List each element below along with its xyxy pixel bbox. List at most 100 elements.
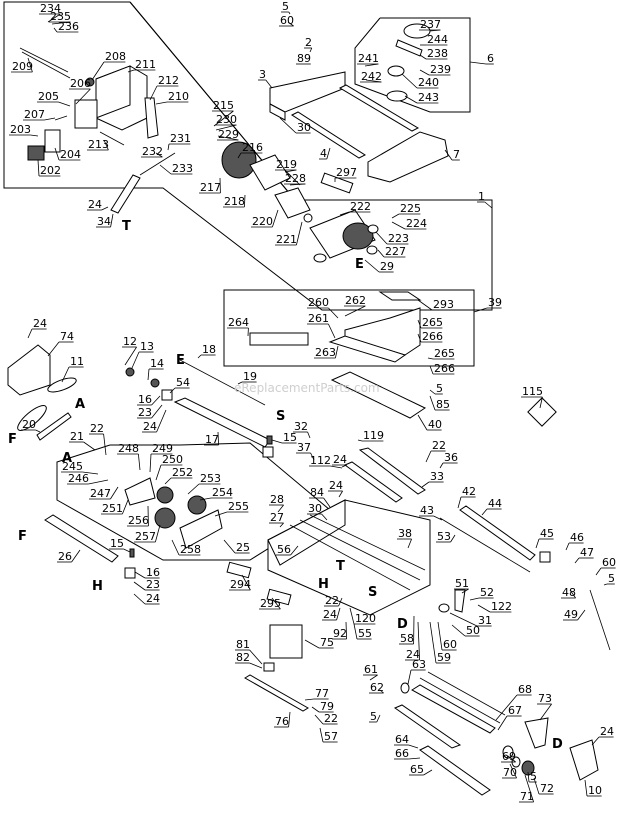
callout-leader (241, 574, 251, 591)
callout-leader (91, 61, 105, 81)
callout-label: 63 (412, 658, 426, 671)
callout-label: 25 (236, 541, 250, 554)
callout-leader (61, 366, 70, 383)
callout-label: 65 (410, 763, 424, 776)
callout-leader (417, 299, 433, 311)
callout-211: 211 (127, 58, 156, 73)
callout-label: 24 (146, 592, 160, 605)
callout-27: 27 (269, 511, 284, 528)
handle-end-7 (367, 131, 449, 183)
callout-47: 47 (574, 546, 594, 564)
chain-f (17, 405, 47, 431)
callout-204: 204 (54, 147, 81, 161)
callout-label: 228 (285, 172, 306, 185)
callout-label: 238 (427, 47, 448, 60)
callout-43: 43 (419, 504, 443, 521)
callout-leader (495, 694, 518, 721)
callout-66: 66 (394, 747, 421, 760)
callout-5: 5 (369, 710, 381, 723)
callout-label: 4 (320, 147, 327, 160)
callout-65: 65 (409, 763, 433, 776)
knife-65 (419, 745, 491, 796)
brush-left (313, 253, 327, 263)
callout-label: 24 (333, 453, 347, 466)
reference-letter-E: E (176, 353, 185, 368)
callout-leader (27, 57, 33, 73)
callout-45: 45 (535, 527, 554, 549)
callout-212: 212 (149, 74, 179, 101)
callout-leader (265, 79, 273, 89)
callout-leader (155, 152, 163, 158)
callout-237: 237 (419, 18, 441, 32)
callout-label: 28 (270, 493, 284, 506)
callout-leader (101, 206, 109, 211)
callout-leader (584, 779, 588, 797)
callout-label: 119 (363, 429, 384, 442)
callout-5: 5 (527, 770, 537, 783)
roller-44 (459, 505, 536, 561)
callout-leader (159, 164, 172, 175)
callout-label: 249 (152, 442, 173, 455)
callout-label: 57 (324, 730, 338, 743)
callout-label: 255 (228, 500, 249, 513)
motor-housing-222 (309, 209, 376, 259)
arm-238 (395, 39, 423, 57)
callout-leader (565, 542, 570, 551)
callout-18: 18 (197, 343, 216, 359)
callout-label: 36 (444, 451, 458, 464)
pulley-cover-10 (569, 739, 599, 781)
callout-label: 19 (243, 370, 257, 383)
callout-label: 55 (358, 627, 372, 640)
callout-4: 4 (319, 147, 331, 160)
bushing-31 (438, 603, 450, 613)
callout-label: 237 (420, 18, 441, 31)
callout-leader (199, 497, 212, 501)
callout-1: 1 (477, 190, 493, 209)
callout-leader (419, 54, 427, 60)
group-boundary-6 (354, 17, 471, 113)
callout-leader (407, 669, 412, 685)
callout-label: 37 (297, 441, 311, 454)
callout-label: 260 (308, 296, 329, 309)
lever-51 (454, 589, 466, 613)
callout-label: 60 (443, 638, 457, 651)
callout-label: 239 (430, 63, 451, 76)
callout-leader (47, 341, 60, 357)
callout-label: 24 (406, 648, 420, 661)
callout-leader (323, 497, 331, 508)
reference-letter-T: T (122, 219, 131, 234)
ring-63 (400, 682, 410, 694)
callout-leader (364, 259, 380, 273)
callout-label: 115 (522, 385, 543, 398)
callout-label: 221 (276, 233, 297, 246)
callout-label: 81 (236, 638, 250, 651)
callout-205: 205 (37, 90, 71, 107)
callout-92: 92 (332, 621, 347, 640)
callout-label: 213 (88, 138, 109, 151)
callout-label: 85 (436, 398, 450, 411)
callout-leader (535, 538, 540, 549)
callout-leader (167, 143, 170, 151)
callout-label: 212 (158, 74, 179, 87)
callout-leader (217, 431, 219, 446)
callout-leader (365, 79, 382, 83)
callout-leader (296, 221, 303, 246)
callout-leader (123, 548, 131, 553)
callout-label: 47 (580, 546, 594, 559)
rod-53 (439, 517, 531, 573)
callout-225: 225 (391, 202, 421, 219)
callout-82: 82 (235, 651, 263, 669)
callout-16: 16 (137, 393, 161, 406)
callout-leader (284, 169, 297, 173)
callout-label: 46 (570, 531, 584, 544)
callout-leader (272, 209, 279, 228)
label-264 (249, 332, 309, 346)
callout-leader (103, 433, 107, 456)
callout-leader (353, 623, 358, 640)
callout-label: 5 (436, 382, 443, 395)
callout-label: 3 (259, 68, 266, 81)
callout-22: 22 (425, 439, 446, 463)
callout-208: 208 (91, 50, 126, 81)
callout-leader (338, 490, 343, 498)
